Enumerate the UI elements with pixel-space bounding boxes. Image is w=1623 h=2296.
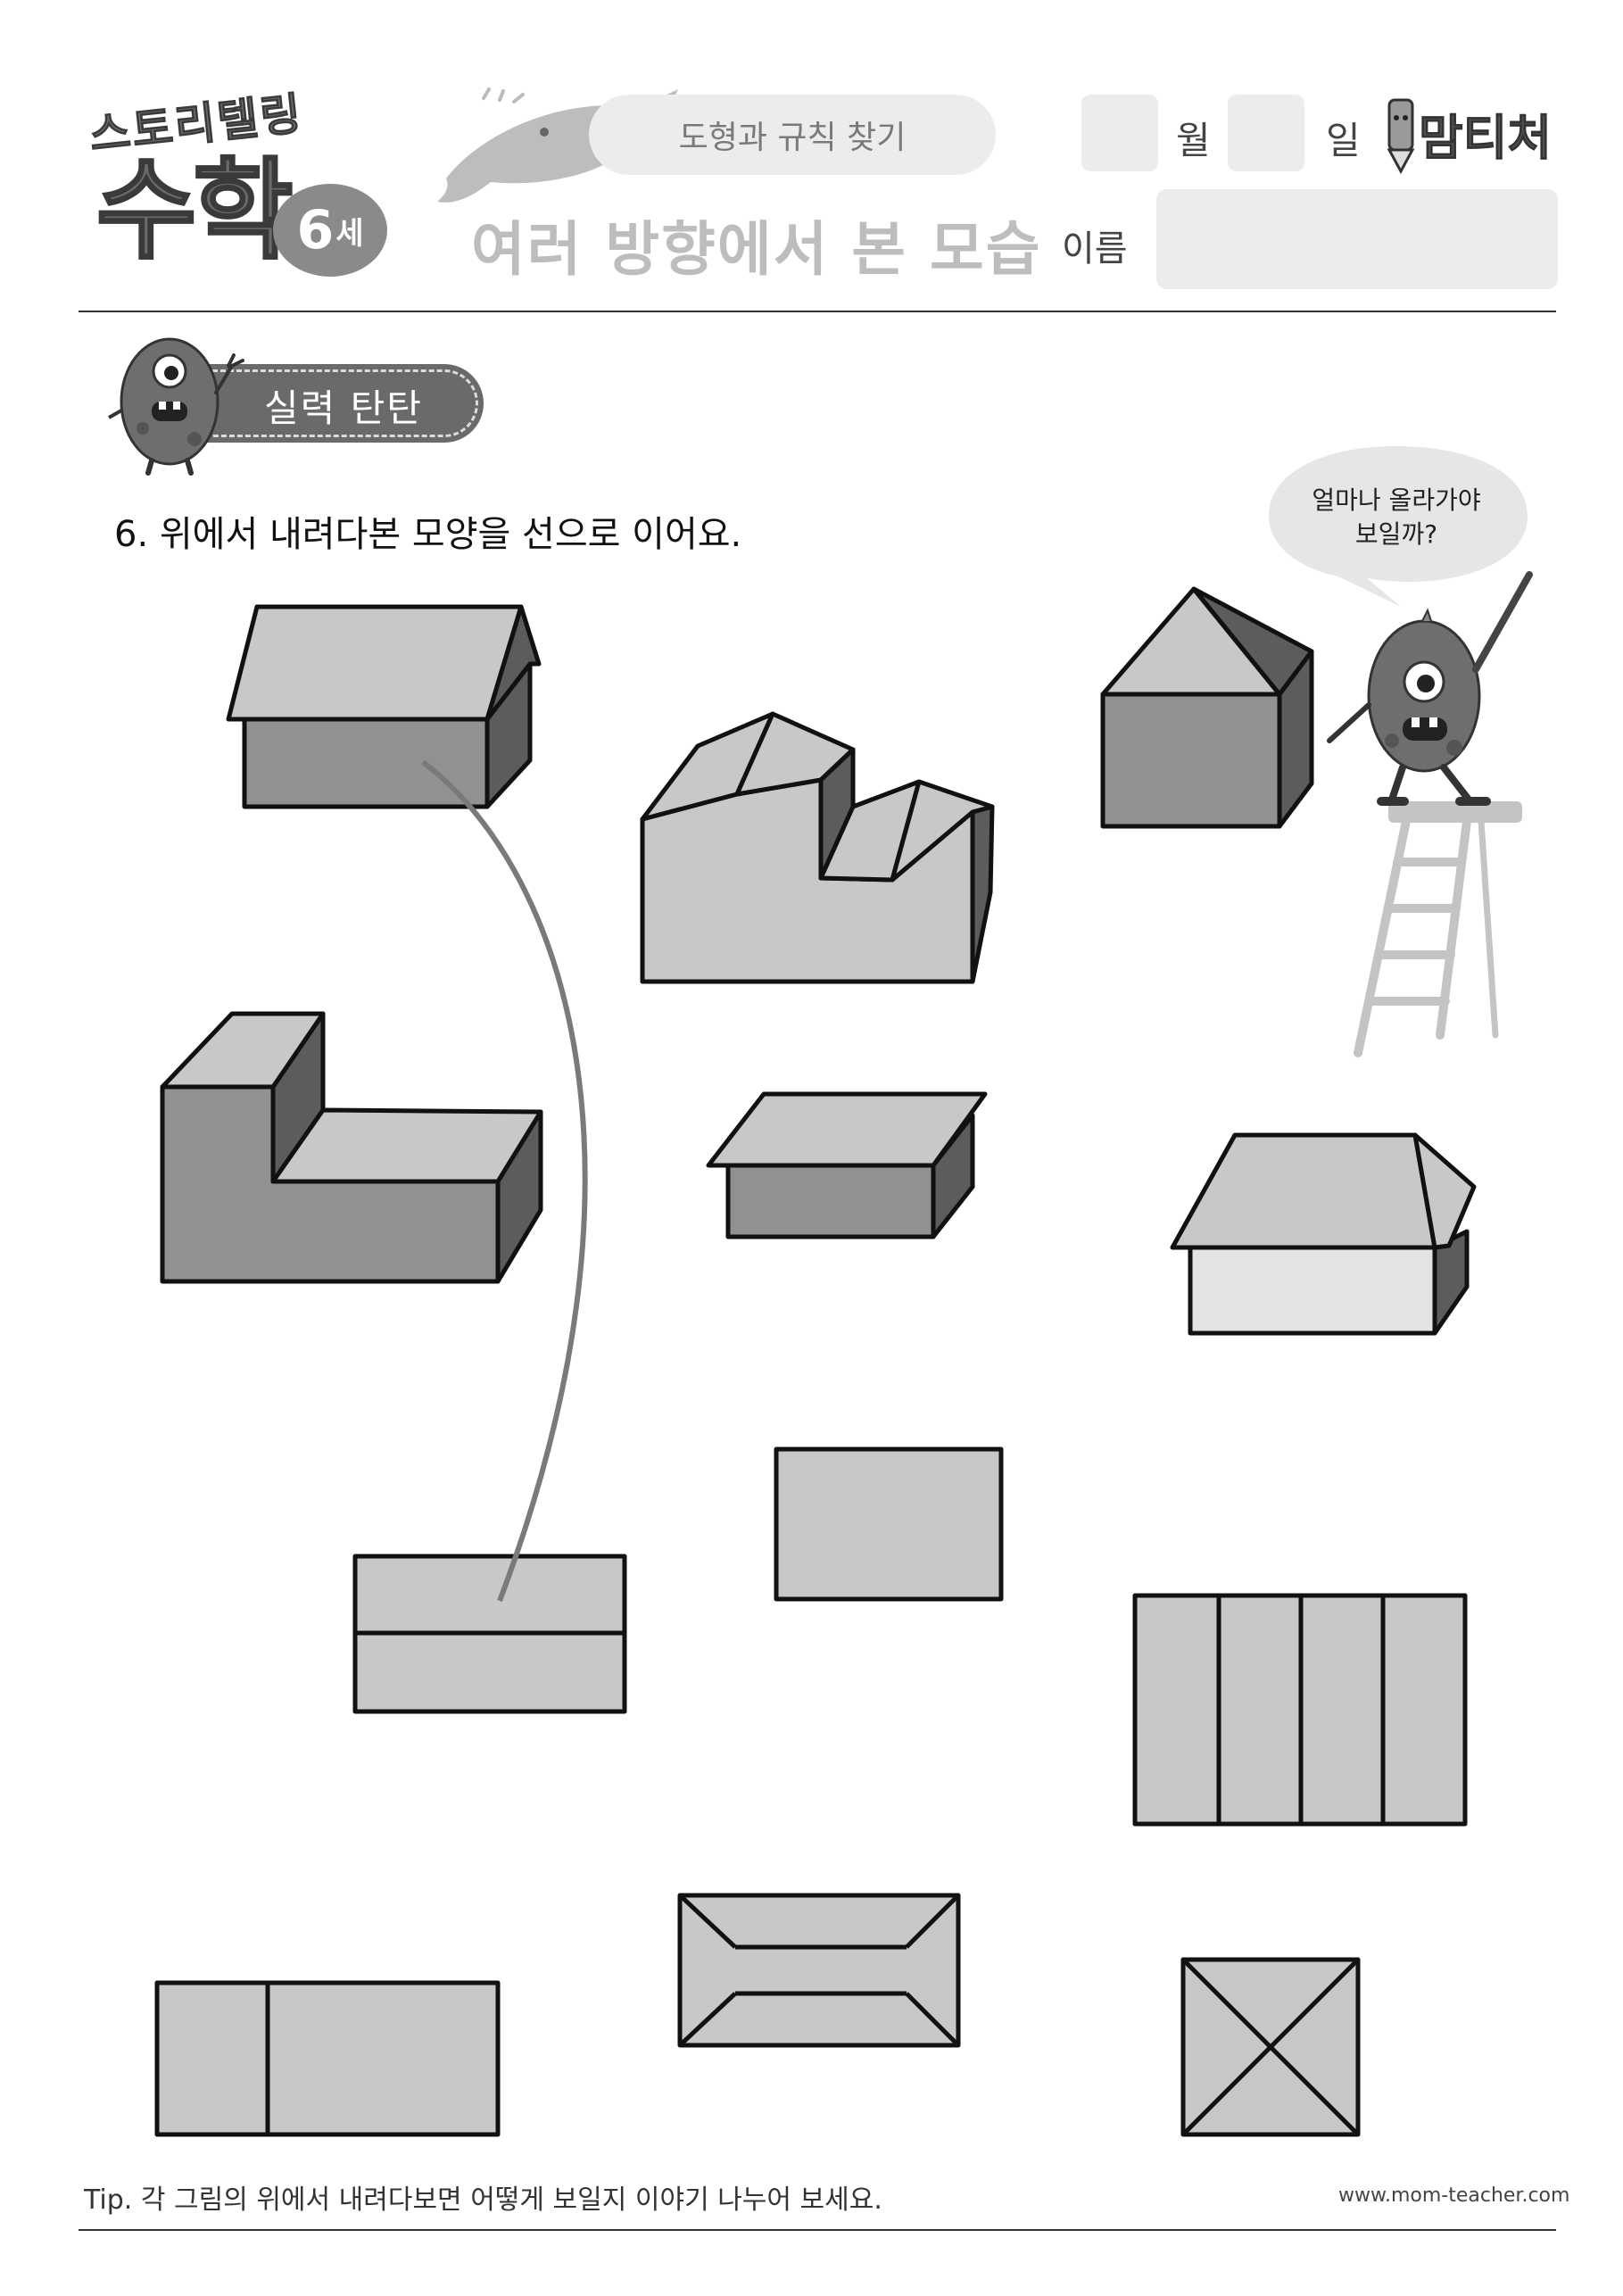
plan-four-strips[interactable]: [1132, 1593, 1468, 1827]
page-title: 여러 방향에서 본 모습: [471, 215, 1042, 284]
solid-house-wide-roof[interactable]: [226, 604, 542, 809]
footer-divider: [79, 2229, 1556, 2231]
plan-two-parts[interactable]: [154, 1980, 501, 2137]
topic-pill: 도형과 규칙 찾기: [589, 95, 996, 175]
plan-horizontal-split[interactable]: [352, 1554, 627, 1714]
section-label: 실력 탄탄: [264, 386, 423, 430]
speech-line-1: 얼마나 올라가야: [1312, 485, 1481, 515]
solid-double-gable[interactable]: [640, 711, 995, 984]
solid-hip-roof-house[interactable]: [1170, 1132, 1477, 1336]
plan-square-x[interactable]: [1180, 1957, 1361, 2137]
header-divider: [79, 311, 1556, 312]
website-url[interactable]: www.mom-teacher.com: [1338, 2184, 1570, 2207]
brand-logo: 맘티처: [1418, 110, 1553, 167]
name-field[interactable]: [1156, 189, 1558, 289]
age-number: 6: [296, 199, 335, 261]
ladder-icon: [1354, 801, 1522, 1057]
section-tab: [198, 364, 484, 443]
solid-pyramid-roof-house[interactable]: [1100, 586, 1314, 829]
day-field[interactable]: [1228, 95, 1304, 171]
monster-mascot-icon: [108, 337, 244, 476]
logo-title: 수학: [95, 147, 294, 274]
question-text: 6. 위에서 내려다본 모양을 선으로 이어요.: [114, 514, 742, 555]
plan-single-rectangle[interactable]: [774, 1446, 1004, 1602]
plan-hip-roof[interactable]: [677, 1893, 961, 2048]
month-field[interactable]: [1081, 95, 1158, 171]
age-suffix: 세: [335, 215, 364, 252]
solid-l-block[interactable]: [160, 1011, 543, 1284]
example-connector-line: [421, 759, 588, 1603]
day-label: 일: [1326, 119, 1361, 162]
tip-text: Tip. 각 그림의 위에서 내려다보면 어떻게 보일지 이야기 나누어 보세요…: [84, 2184, 882, 2216]
solid-flat-roof-block[interactable]: [706, 1091, 988, 1239]
name-label: 이름: [1062, 228, 1128, 269]
speech-bubble-text: 얼마나 올라가야 보일까?: [1278, 484, 1515, 551]
speech-line-2: 보일까?: [1354, 519, 1438, 549]
monster-mascot-on-ladder: [1327, 571, 1533, 806]
month-label: 월: [1176, 119, 1211, 162]
